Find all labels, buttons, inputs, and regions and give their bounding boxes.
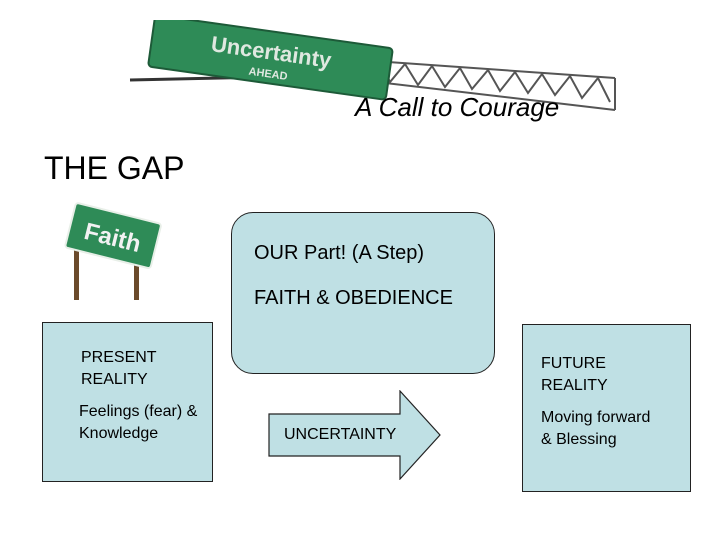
page-title: THE GAP: [44, 150, 185, 186]
subtitle: A Call to Courage: [355, 92, 560, 122]
faith-obedience-line: FAITH & OBEDIENCE: [254, 287, 453, 309]
present-reality-heading: PRESENT REALITY: [81, 349, 157, 388]
present-reality-body: Feelings (fear) & Knowledge: [79, 403, 198, 442]
our-part-box: OUR Part! (A Step) FAITH & OBEDIENCE: [231, 212, 495, 374]
faith-road-sign: Faith: [64, 202, 162, 300]
gantry-sign-sub-text: AHEAD: [248, 66, 288, 83]
future-reality-heading: FUTURE REALITY: [541, 355, 608, 394]
future-reality-body: Moving forward & Blessing: [541, 409, 651, 448]
uncertainty-arrow: [268, 390, 441, 480]
arrow-label: UNCERTAINTY: [284, 426, 397, 443]
present-reality-box: PRESENT REALITY Feelings (fear) & Knowle…: [42, 322, 213, 482]
future-reality-box: FUTURE REALITY Moving forward & Blessing: [522, 324, 691, 492]
uncertainty-highway-sign: Uncertainty AHEAD: [129, 20, 616, 111]
our-part-line: OUR Part! (A Step): [254, 242, 425, 264]
